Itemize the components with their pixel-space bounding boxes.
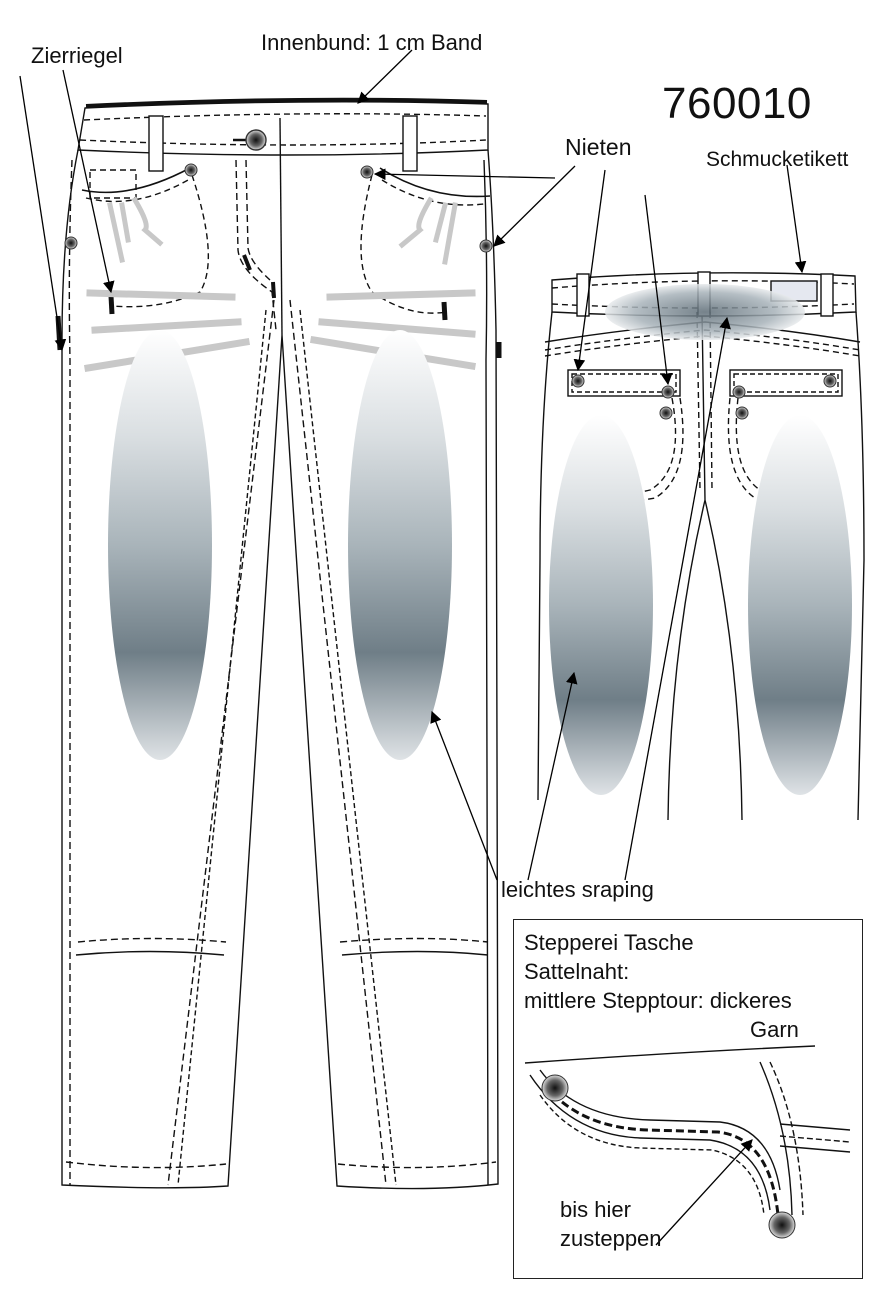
scraping-back-right	[748, 415, 852, 795]
rivets-label: Nieten	[565, 134, 632, 160]
arrow-waistband	[357, 49, 413, 104]
knee-seam	[75, 950, 225, 956]
back-outline	[537, 311, 865, 821]
article-number: 760010	[662, 79, 812, 128]
arrow-bartack-front	[62, 69, 115, 294]
rivet	[184, 163, 198, 177]
arrow-rivet-front	[373, 168, 556, 181]
scraping-label: leichtes sraping	[501, 877, 654, 902]
arrow-rivet-back-mid	[644, 194, 673, 386]
detail-line-1: Stepperei Tasche	[524, 930, 694, 955]
front-fly	[235, 159, 277, 331]
detail-line-4: Garn	[750, 1017, 799, 1042]
scraping-front-right	[348, 330, 452, 760]
belt-loop	[402, 115, 418, 172]
front-pocket-left	[81, 167, 191, 194]
jewelry-label-text: Schmucketikett	[706, 148, 849, 171]
arrow-rivet-back-left	[573, 169, 606, 372]
front-outline	[61, 149, 499, 1190]
rivet	[661, 385, 675, 399]
coin-pocket	[89, 169, 137, 199]
sew-to-here-line-1: bis hier	[560, 1197, 631, 1222]
rivet	[571, 374, 585, 388]
waistband-label: Innenbund: 1 cm Band	[261, 30, 483, 55]
rivet	[732, 385, 746, 399]
arrow-scraping-back	[527, 671, 578, 881]
detail-line-2: Sattelnaht:	[524, 959, 630, 984]
rivet	[735, 406, 749, 420]
front-pocket-right	[360, 174, 447, 314]
rivet	[64, 236, 78, 250]
scraping-back-left	[549, 415, 653, 795]
arrow-bartack-side	[19, 75, 67, 352]
stitching-detail-box: Stepperei Tasche Sattelnaht: mittlere St…	[513, 919, 863, 1279]
arrow-scraping-yoke	[624, 316, 731, 881]
rivet	[823, 374, 837, 388]
arrow-sew-to-here	[655, 1139, 753, 1246]
rivet	[360, 165, 374, 179]
rivet	[541, 1074, 569, 1102]
front-button	[245, 129, 267, 151]
arrow-label	[786, 164, 807, 274]
back-yoke-shading	[605, 284, 805, 340]
arrow-rivet-side	[493, 165, 576, 247]
belt-loop	[148, 115, 164, 172]
front-waistband	[77, 101, 489, 156]
sew-to-here-line-2: zusteppen	[560, 1226, 662, 1251]
front-view	[55, 97, 502, 1190]
front-waistband-inner	[85, 97, 488, 108]
scraping-front-left	[108, 330, 212, 760]
bartack-label: Zierriegel	[31, 43, 123, 68]
rivet	[768, 1211, 796, 1239]
rivet	[479, 239, 493, 253]
rivet	[659, 406, 673, 420]
arrow-scraping-front	[430, 710, 498, 881]
detail-line-3: mittlere Stepptour: dickeres	[524, 988, 792, 1013]
annotation-arrows	[19, 49, 807, 1246]
